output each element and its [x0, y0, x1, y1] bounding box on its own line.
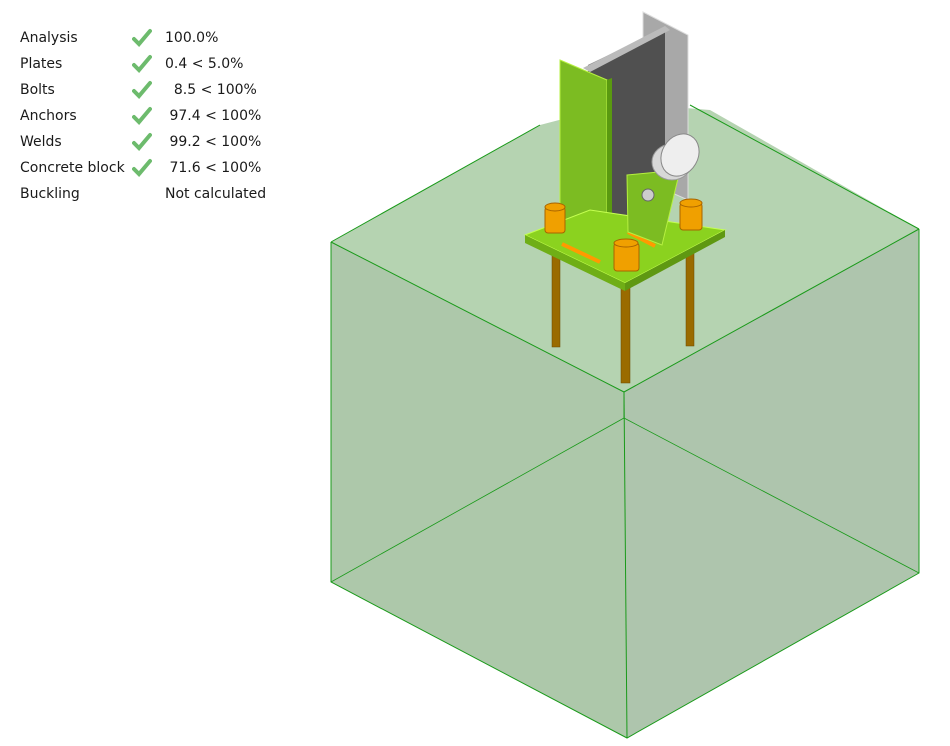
concrete-left-face [331, 242, 627, 738]
concrete-right-face [624, 229, 919, 738]
result-value: 100.0% [165, 30, 219, 46]
result-label: Concrete block [20, 160, 125, 176]
result-value: 99.2 < 100% [165, 134, 262, 150]
result-label: Welds [20, 134, 62, 150]
result-label: Analysis [20, 30, 78, 46]
result-value: 0.4 < 5.0% [165, 56, 244, 72]
result-value: Not calculated [165, 186, 267, 202]
result-value: 97.4 < 100% [165, 108, 262, 124]
bolt-nuts [544, 198, 703, 272]
check-icon [132, 159, 152, 177]
check-icon [132, 55, 152, 73]
result-label: Buckling [20, 186, 80, 202]
result-label: Anchors [20, 108, 77, 124]
result-value: 8.5 < 100% [165, 82, 257, 98]
result-value: 71.6 < 100% [165, 160, 262, 176]
result-label: Bolts [20, 82, 55, 98]
check-icon [132, 107, 152, 125]
check-icon [132, 29, 152, 47]
result-label: Plates [20, 56, 63, 72]
check-icon [132, 133, 152, 151]
stiffener-and-bracket [626, 133, 700, 246]
check-icon [132, 81, 152, 99]
